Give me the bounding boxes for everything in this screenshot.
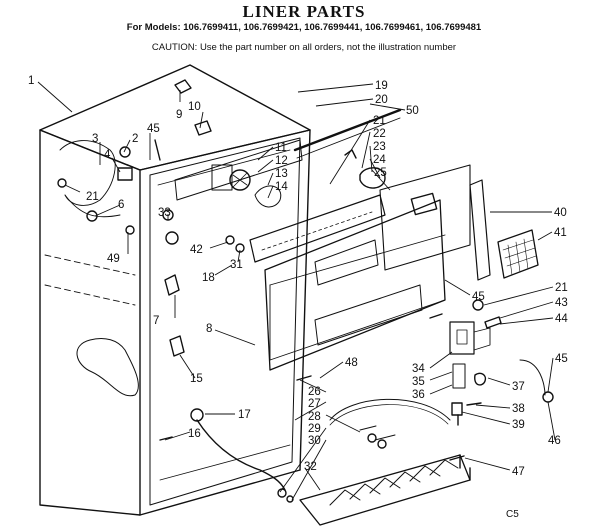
callout-18: 18	[202, 272, 215, 284]
cabinet-shell	[39, 64, 311, 516]
callout-4: 4	[104, 149, 111, 161]
callout-44: 44	[555, 313, 568, 325]
callout-47: 47	[512, 466, 525, 478]
callout-28: 28	[308, 411, 321, 423]
callout-39: 39	[512, 419, 525, 431]
callout-35: 35	[412, 376, 425, 388]
callout-33: 33	[158, 207, 171, 219]
callout-34: 34	[412, 363, 425, 375]
callout-10: 10	[188, 101, 201, 113]
callout-42: 42	[190, 244, 203, 256]
callout-29: 29	[308, 423, 321, 435]
callout-9: 9	[176, 109, 182, 121]
callout-41: 41	[554, 227, 567, 239]
callout-1: 1	[28, 75, 34, 87]
callout-36: 36	[412, 389, 425, 401]
callout-23: 23	[373, 141, 386, 153]
callout-22: 22	[373, 128, 386, 140]
callout-21-right: 21	[555, 282, 568, 294]
caution-note: CAUTION: Use the part number on all orde…	[151, 42, 457, 53]
page-title: LINER PARTS	[242, 2, 366, 21]
callout-43: 43	[555, 297, 568, 309]
callout-32: 32	[304, 461, 317, 473]
callout-30: 30	[308, 435, 321, 447]
callout-49: 49	[107, 253, 120, 265]
callout-2: 2	[132, 133, 138, 145]
callout-21-top: 21	[373, 115, 386, 127]
callout-40: 40	[554, 207, 567, 219]
callout-20: 20	[375, 94, 388, 106]
callout-48: 48	[345, 357, 358, 369]
callout-11: 11	[275, 142, 287, 154]
figure-code: C5	[506, 509, 519, 520]
callout-25: 25	[374, 167, 387, 179]
callout-14: 14	[275, 181, 288, 193]
callout-26: 26	[308, 386, 321, 398]
callout-19: 19	[375, 80, 388, 92]
callout-15: 15	[190, 373, 203, 385]
callout-17: 17	[238, 409, 251, 421]
callout-46: 46	[548, 435, 561, 447]
callout-6: 6	[118, 199, 124, 211]
callout-31: 31	[230, 259, 243, 271]
callout-7: 7	[153, 315, 159, 327]
callout-8: 8	[206, 323, 212, 335]
callout-21-left: 21	[86, 191, 99, 203]
callout-24: 24	[373, 154, 386, 166]
callout-13: 13	[275, 168, 288, 180]
callout-12: 12	[275, 155, 288, 167]
callout-45-right: 45	[555, 353, 568, 365]
callout-16: 16	[188, 428, 201, 440]
callout-50: 50	[406, 105, 419, 117]
callout-37: 37	[512, 381, 525, 393]
callout-27: 27	[308, 398, 321, 410]
callout-38: 38	[512, 403, 525, 415]
model-list: For Models: 106.7699411, 106.7699421, 10…	[126, 22, 482, 33]
leader-1	[37, 81, 73, 113]
callout-3: 3	[92, 133, 98, 145]
callout-45-mid: 45	[472, 291, 485, 303]
callout-45-top: 45	[147, 123, 160, 135]
